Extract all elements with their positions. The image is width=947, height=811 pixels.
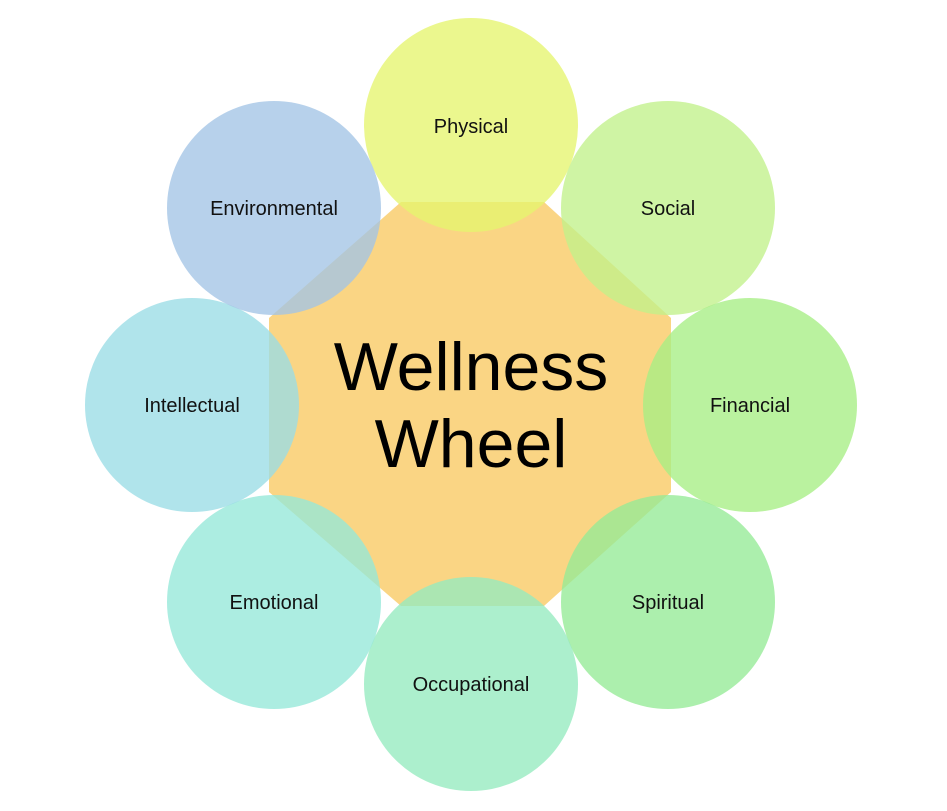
label-physical: Physical <box>434 116 508 138</box>
label-emotional: Emotional <box>230 592 319 614</box>
petal-group <box>85 18 857 791</box>
center-hub <box>269 202 671 606</box>
label-social: Social <box>641 198 695 220</box>
center-title-line2: Wheel <box>375 406 568 482</box>
petal-label-group: Physical Social Financial Spiritual Occu… <box>144 116 790 696</box>
petal-spiritual <box>561 495 775 709</box>
label-occupational: Occupational <box>413 674 530 696</box>
petal-physical <box>364 18 578 232</box>
label-financial: Financial <box>710 395 790 417</box>
label-intellectual: Intellectual <box>144 395 240 417</box>
petal-environmental <box>167 101 381 315</box>
petal-financial <box>643 298 857 512</box>
petal-social <box>561 101 775 315</box>
petal-occupational <box>364 577 578 791</box>
label-spiritual: Spiritual <box>632 592 704 614</box>
petal-emotional <box>167 495 381 709</box>
center-title-line1: Wellness <box>334 329 609 405</box>
petal-intellectual <box>85 298 299 512</box>
label-environmental: Environmental <box>210 198 338 220</box>
